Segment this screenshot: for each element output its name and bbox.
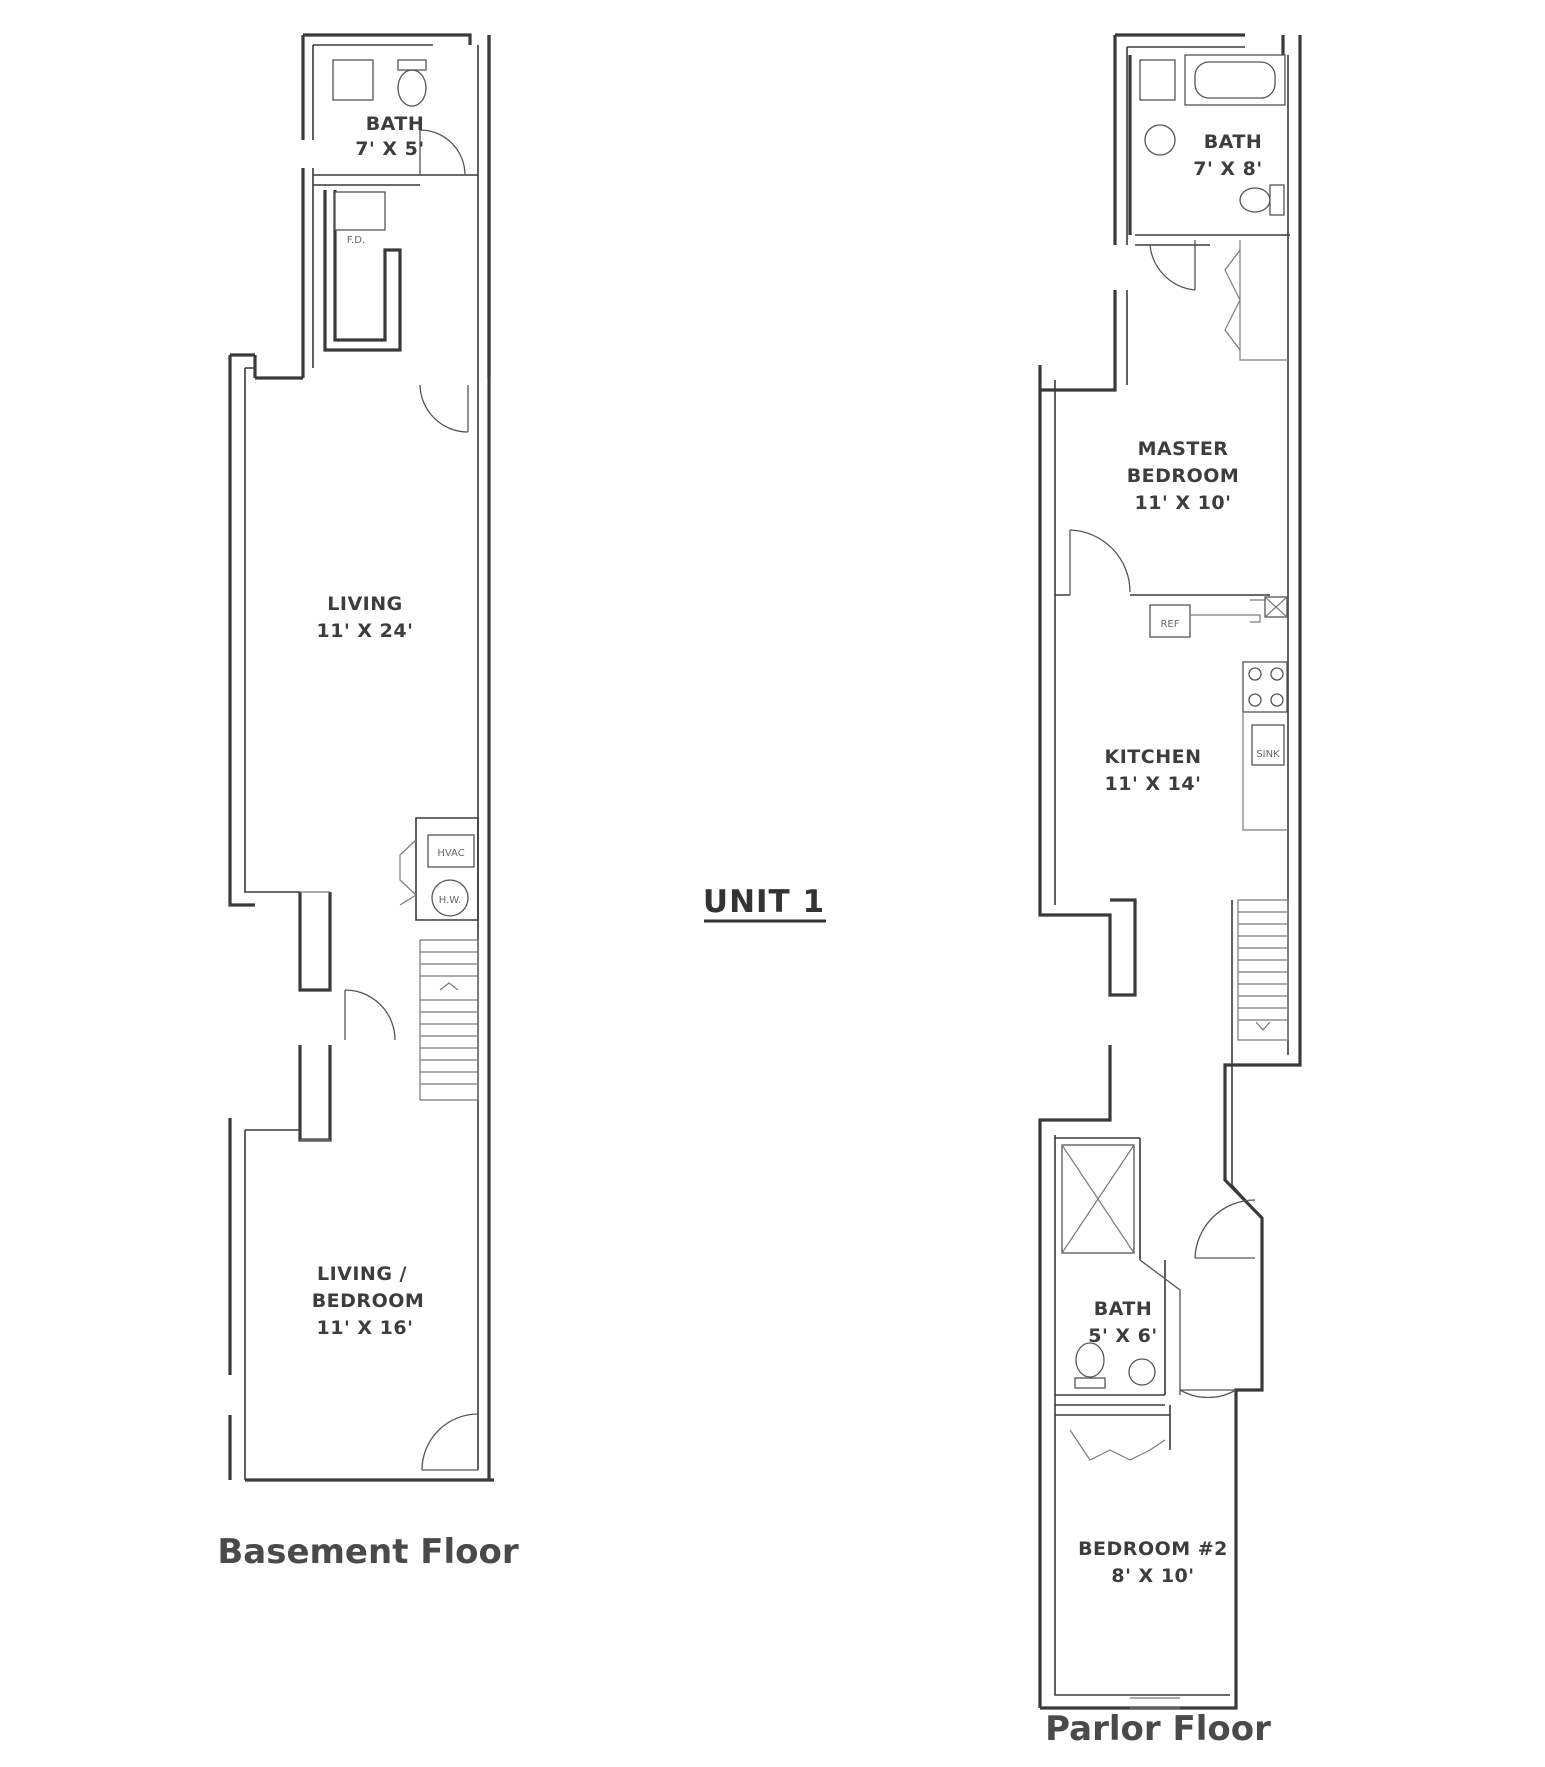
basement-closet-box-icon xyxy=(334,191,386,231)
parlor-bedroom2-size: 8' X 10' xyxy=(1111,1565,1194,1587)
parlor-mid-bath-door xyxy=(1139,1259,1181,1395)
basement-living-name: LIVING xyxy=(327,593,402,615)
parlor-mid-toilet-icon xyxy=(1075,1342,1105,1378)
basement-bottom-door xyxy=(421,1413,479,1471)
parlor-hall-door xyxy=(1194,1199,1256,1259)
parlor-top-walls xyxy=(1040,33,1302,392)
parlor-floor-plan: REF SINK BATH 7' X 8' M xyxy=(1038,33,1302,1749)
basement-notch-walls xyxy=(298,892,332,1142)
parlor-fridge-icon xyxy=(1149,604,1191,638)
parlor-top-sink-icon xyxy=(1144,124,1176,156)
parlor-kitchen-size: 11' X 14' xyxy=(1105,773,1202,795)
basement-bath-door xyxy=(419,129,466,176)
parlor-mid-bath-name: BATH xyxy=(1094,1298,1153,1320)
basement-living-bedroom-name2: BEDROOM xyxy=(312,1290,425,1312)
parlor-top-bath-name: BATH xyxy=(1204,131,1263,153)
parlor-master-name: MASTER xyxy=(1138,438,1229,460)
parlor-bedroom2-door xyxy=(1179,1389,1237,1399)
unit-title-group: UNIT 1 xyxy=(703,884,826,923)
basement-hw-label: H.W. xyxy=(439,895,461,906)
basement-water-heater-icon xyxy=(431,879,469,917)
basement-living-size: 11' X 24' xyxy=(317,620,414,642)
basement-toilet-icon xyxy=(397,69,427,107)
parlor-top-bath-size: 7' X 8' xyxy=(1193,158,1262,180)
basement-bath-size: 7' X 5' xyxy=(355,138,424,160)
parlor-master-size: 11' X 10' xyxy=(1135,492,1232,514)
parlor-right-wall xyxy=(1040,55,1302,1710)
parlor-kitchen-name: KITCHEN xyxy=(1105,746,1202,768)
parlor-master-name2: BEDROOM xyxy=(1127,465,1240,487)
basement-closet-walls xyxy=(323,190,402,352)
parlor-bedroom2-name: BEDROOM #2 xyxy=(1078,1538,1228,1560)
basement-entry-door xyxy=(344,989,396,1041)
parlor-kitchen-door xyxy=(1069,529,1131,595)
basement-bath-name: BATH xyxy=(366,113,425,135)
parlor-master-door xyxy=(1149,240,1196,291)
basement-living-bedroom-size: 11' X 16' xyxy=(317,1317,414,1339)
parlor-floor-title: Parlor Floor xyxy=(1045,1709,1271,1749)
basement-floor-plan: F.D. HVAC H.W. BATH 7' X 5' LIVING 11' X… xyxy=(217,33,519,1572)
parlor-mid-bath-walls xyxy=(1055,1137,1166,1406)
basement-floor-title: Basement Floor xyxy=(217,1532,519,1572)
parlor-stairs xyxy=(1237,899,1289,1041)
parlor-top-toilet-icon xyxy=(1239,187,1271,213)
parlor-mid-sink-icon xyxy=(1128,1358,1156,1386)
basement-closet-door xyxy=(419,384,469,433)
unit-title: UNIT 1 xyxy=(703,884,825,920)
basement-stairs xyxy=(419,939,479,1101)
parlor-sink-label: SINK xyxy=(1256,749,1280,760)
basement-mech-closet xyxy=(415,817,479,921)
parlor-mid-bath-size: 5' X 6' xyxy=(1088,1325,1157,1347)
basement-hvac-label: HVAC xyxy=(437,848,464,859)
parlor-ref-label: REF xyxy=(1160,619,1179,630)
basement-fd-label: F.D. xyxy=(347,235,365,246)
basement-left-wall xyxy=(228,355,255,1480)
parlor-left-wall xyxy=(1038,365,1137,1708)
basement-living-bedroom-name: LIVING / xyxy=(317,1263,407,1285)
basement-bath-walls xyxy=(255,33,491,380)
parlor-sink-icon xyxy=(1251,724,1285,766)
